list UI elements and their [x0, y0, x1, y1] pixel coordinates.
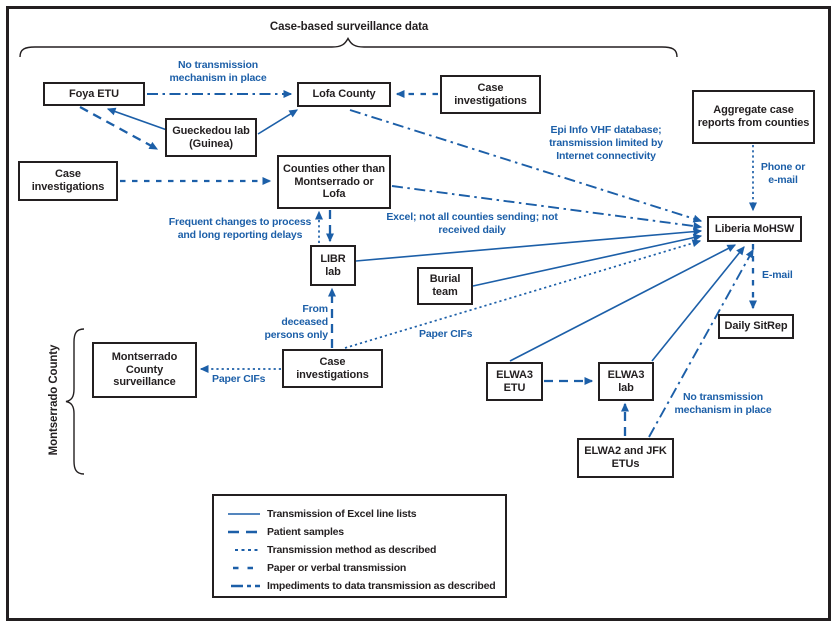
node-lofa-county: Lofa County [297, 82, 391, 107]
arrow-counties-to-mohsw [391, 185, 703, 230]
arrow-elwa3etu-to-mohsw [509, 244, 737, 362]
legend-line-long-dash-icon [228, 530, 260, 534]
legend-item-patient-samples: Patient samples [227, 523, 505, 541]
node-burial-team: Burial team [417, 267, 473, 305]
legend-item-label: Transmission of Excel line lists [267, 508, 417, 520]
arrow-gueckedou-to-lofa [257, 109, 299, 135]
annotation-epi-info: Epi Info VHF database; transmission limi… [549, 124, 663, 162]
annotation-phone-or-email: Phone or e-mail [760, 161, 806, 186]
node-aggregate-reports: Aggregate case reports from counties [692, 90, 815, 144]
top-brace [19, 37, 678, 58]
arrow-elwa3lab-to-mohsw [651, 246, 745, 362]
figure-border [6, 6, 831, 621]
legend-item-paper-verbal: Paper or verbal transmission [227, 559, 505, 577]
montserrado-brace [65, 328, 85, 475]
annotation-from-deceased: From deceased persons only [264, 303, 328, 341]
legend-item-excel-line-lists: Transmission of Excel line lists [227, 505, 505, 523]
node-elwa3-lab: ELWA3 lab [598, 362, 654, 401]
legend-item-label: Impediments to data transmission as desc… [267, 580, 496, 592]
legend: Transmission of Excel line lists Patient… [212, 494, 507, 598]
legend-item-label: Patient samples [267, 526, 344, 538]
node-counties-other: Counties other than Montserrado or Lofa [277, 155, 391, 209]
legend-item-impediments: Impediments to data transmission as desc… [227, 577, 505, 595]
node-gueckedou-lab: Gueckedou lab (Guinea) [165, 118, 257, 157]
annotation-no-transmission-bottom: No transmission mechanism in place [674, 391, 772, 416]
legend-item-label: Paper or verbal transmission [267, 562, 407, 574]
arrow-burial-to-mohsw [472, 233, 703, 287]
node-case-investigations-nw: Case investigations [18, 161, 118, 201]
annotation-paper-cifs-surveillance: Paper CIFs [212, 373, 266, 385]
montserrado-county-label: Montserrado County [48, 344, 60, 456]
node-elwa2-jfk-etus: ELWA2 and JFK ETUs [577, 438, 674, 478]
annotation-email: E-mail [762, 269, 793, 281]
node-case-investigations-montserrado: Case investigations [282, 349, 383, 388]
annotation-paper-cifs-mohsw: Paper CIFs [419, 328, 473, 340]
annotation-no-transmission-top: No transmission mechanism in place [169, 59, 267, 84]
node-foya-etu: Foya ETU [43, 82, 145, 106]
node-montserrado-surveillance: Montserrado County surveillance [92, 342, 197, 398]
legend-item-transmission-method: Transmission method as described [227, 541, 505, 559]
legend-item-label: Transmission method as described [267, 544, 437, 556]
legend-line-dotted-icon [235, 549, 260, 551]
arrow-gueckedou-to-foya [106, 107, 168, 131]
top-brace-label: Case-based surveillance data [269, 21, 429, 33]
node-libr-lab: LIBR lab [310, 245, 356, 286]
node-liberia-mohsw: Liberia MoHSW [707, 216, 802, 242]
arrow-lofa-to-mohsw [349, 109, 703, 223]
arrow-elwa2jfk-to-mohsw [648, 248, 754, 438]
legend-line-solid-icon [228, 513, 260, 515]
legend-line-medium-dash-icon [233, 566, 260, 570]
node-case-investigations-ne: Case investigations [440, 75, 541, 114]
node-elwa3-etu: ELWA3 ETU [486, 362, 543, 401]
annotation-excel: Excel; not all counties sending; not rec… [386, 211, 558, 236]
node-daily-sitrep: Daily SitRep [718, 314, 794, 339]
arrow-caseinv-mont-to-mohsw [344, 239, 702, 349]
arrow-libr-to-mohsw [355, 227, 703, 262]
legend-line-dash-dot-icon [231, 584, 260, 588]
annotation-frequent-changes: Frequent changes to process and long rep… [168, 216, 312, 241]
